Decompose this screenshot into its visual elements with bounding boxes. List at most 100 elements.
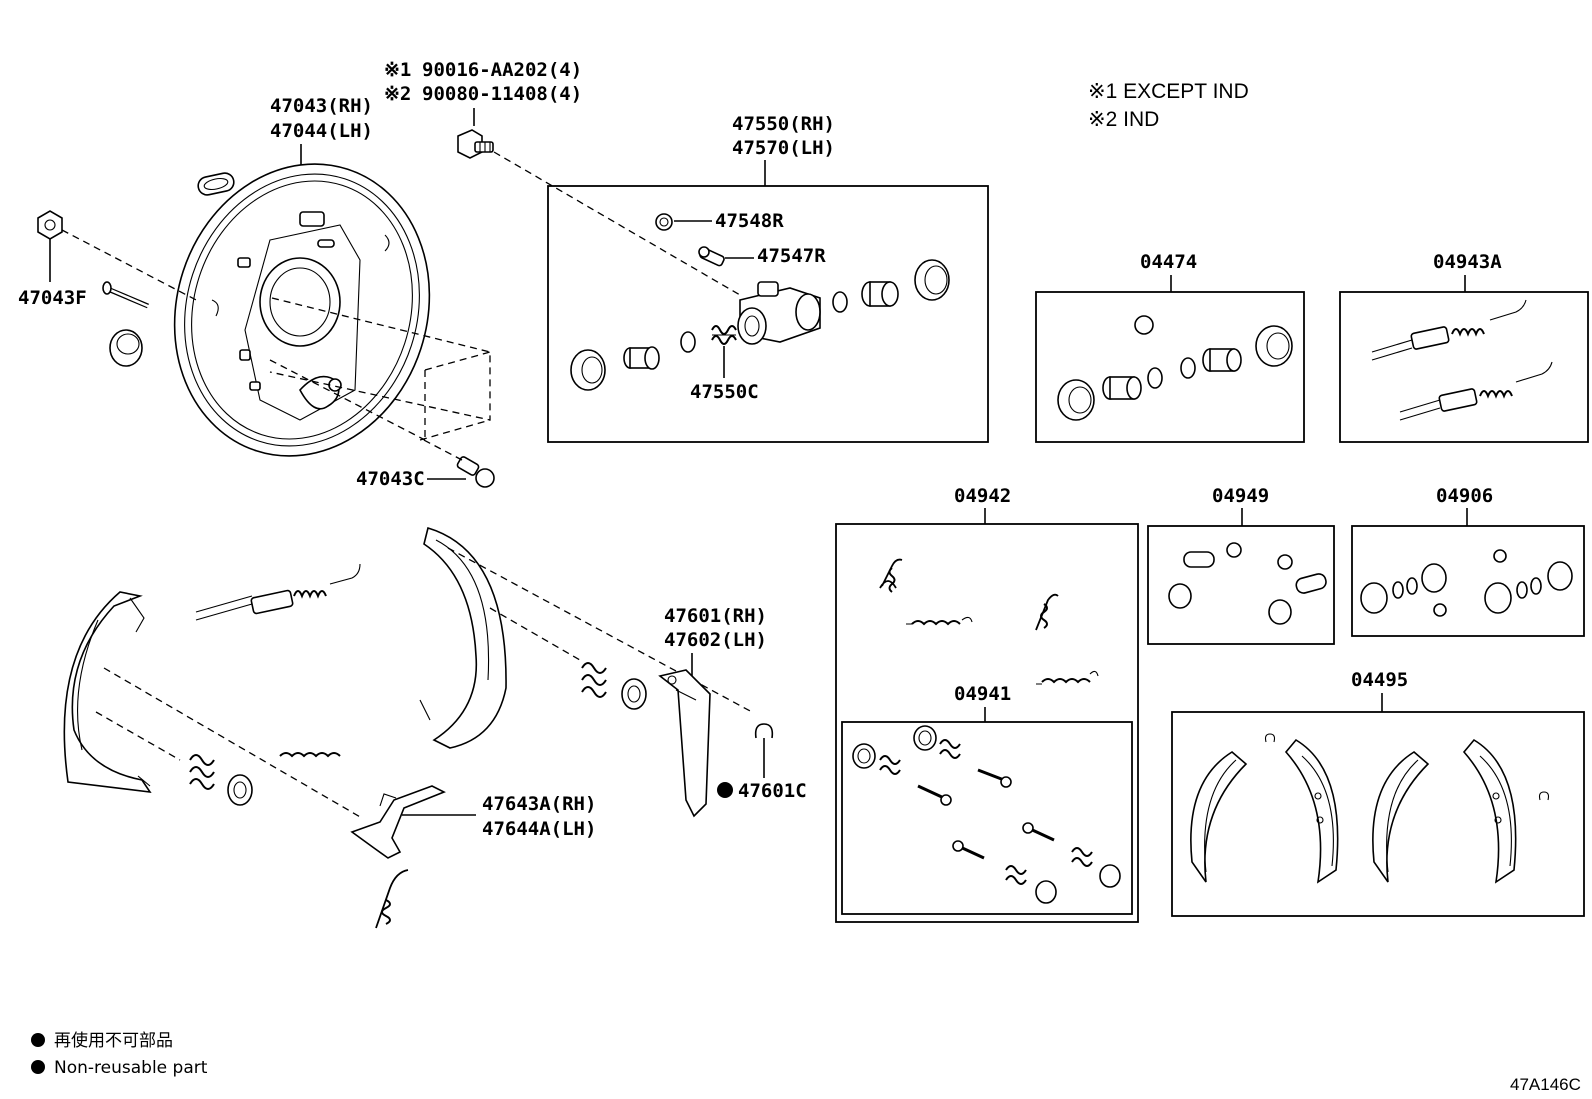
piston-icon [1102,376,1142,400]
kit-04942-group[interactable]: 04942 [835,485,1139,923]
spring-icon [939,739,961,759]
brake-shoe-icon [1372,751,1430,883]
retainer-icon [621,678,647,710]
retainer-icon [227,774,253,806]
boot-icon [1421,563,1447,593]
part-47601-group[interactable]: 47601(RH) 47602(LH) [658,605,767,818]
label-04943A[interactable]: 04943A [1433,251,1502,273]
clip-icon [754,723,774,739]
retainer-icon [1035,880,1057,904]
pin-icon [977,768,1012,788]
spring-icon [1071,847,1093,867]
label-04941[interactable]: 04941 [954,683,1011,705]
diagram-code: 47A146C [1510,1075,1581,1094]
nut-icon [37,210,63,240]
cap-icon [1134,315,1154,335]
spring-icon [906,616,973,626]
part-47043F-group[interactable]: 47043F [18,210,201,367]
note-2-mark: ※2 [384,83,411,105]
part-47643A-group[interactable]: 47643A(RH) 47644A(LH) [350,785,596,859]
label-47043C[interactable]: 47043C [356,468,425,490]
retainer-icon [913,725,937,751]
spring-icon [711,325,737,345]
cup-seal-icon [1530,577,1542,595]
cap-icon [1226,542,1242,558]
label-47643A[interactable]: 47643A(RH) [482,793,596,815]
plug-icon [197,172,235,196]
plug-icon [1183,551,1215,568]
kit-04943A-group[interactable]: 04943A [1339,251,1589,443]
pin-icon [1022,822,1055,842]
spring-icon [375,869,409,929]
retainer-icon [852,743,876,769]
kit-04949-group[interactable]: 04949 [1147,485,1335,645]
spring-icon [1035,593,1059,631]
label-47570[interactable]: 47570(LH) [732,137,835,159]
cap-icon [1277,554,1293,570]
spring-icon [1005,865,1027,885]
part-47601C-group[interactable]: 47601C [717,723,807,802]
cup-seal-icon [832,291,848,313]
cap-icon [1433,603,1447,617]
retainer-icon [1099,864,1121,888]
wheel-cylinder-group[interactable]: 47550(RH) 47570(LH) 47548R 47547R [547,113,989,443]
kit-04495-box [1171,711,1585,917]
boot-icon [1255,325,1293,367]
label-04906[interactable]: 04906 [1436,485,1493,507]
boot-icon [1268,599,1292,625]
label-47601C[interactable]: 47601C [738,780,807,802]
spring-icon [279,752,341,758]
piston-icon [861,281,899,307]
note-2-part: 90080-11408(4) [422,83,582,105]
clip-icon [1538,791,1550,801]
label-47644A[interactable]: 47644A(LH) [482,818,596,840]
kit-04474-group[interactable]: 04474 [1035,251,1305,443]
pin-icon [917,784,952,806]
label-47601[interactable]: 47601(RH) [664,605,767,627]
cylinder-body-icon [737,281,821,345]
legend-english: Non-reusable part [54,1058,208,1078]
legend-japanese: 再使用不可部品 [54,1030,173,1051]
brake-shoe-icon [63,591,152,794]
label-04942[interactable]: 04942 [954,485,1011,507]
label-47044[interactable]: 47044(LH) [270,120,373,142]
kit-04906-group[interactable]: 04906 [1351,485,1585,637]
spring-icon [879,755,901,775]
boot-icon [914,259,950,301]
brake-shoe-icon [419,526,507,749]
label-47043F[interactable]: 47043F [18,287,87,309]
cup-seal-icon [1516,581,1528,599]
adjuster-icon [1399,361,1553,421]
bolt-icon [456,456,495,488]
legend-ind: ※2 IND [1088,108,1159,131]
bleeder-cap-icon [655,213,673,231]
label-47548R[interactable]: 47548R [715,210,784,232]
cup-seal-icon [1392,581,1404,599]
boot-icon [1547,561,1573,591]
label-47550C[interactable]: 47550C [690,381,759,403]
spring-icon [581,662,607,698]
boot-icon [570,349,606,391]
kit-04495-group[interactable]: 04495 [1171,669,1585,917]
part-47043C-group[interactable]: 47043C [356,437,495,490]
label-04949[interactable]: 04949 [1212,485,1269,507]
label-47602[interactable]: 47602(LH) [664,629,767,651]
boot-icon [1484,582,1512,614]
boot-icon [1057,379,1095,421]
clip-icon [1264,733,1276,743]
label-47043[interactable]: 47043(RH) [270,95,373,117]
label-47547R[interactable]: 47547R [757,245,826,267]
note-1-mark: ※1 [384,59,411,81]
label-04495[interactable]: 04495 [1351,669,1408,691]
label-47550[interactable]: 47550(RH) [732,113,835,135]
label-04474[interactable]: 04474 [1140,251,1197,273]
kit-04941-box [841,721,1133,915]
cup-seal-icon [680,331,696,353]
backing-plate-group[interactable]: 47043(RH) 47044(LH) [137,95,491,489]
wheel-cylinder-box [547,185,989,443]
kit-04474-box [1035,291,1305,443]
bolt-90016-group[interactable] [457,108,741,296]
kit-04941-group[interactable]: 04941 [841,683,1133,915]
pin-icon [952,840,985,860]
